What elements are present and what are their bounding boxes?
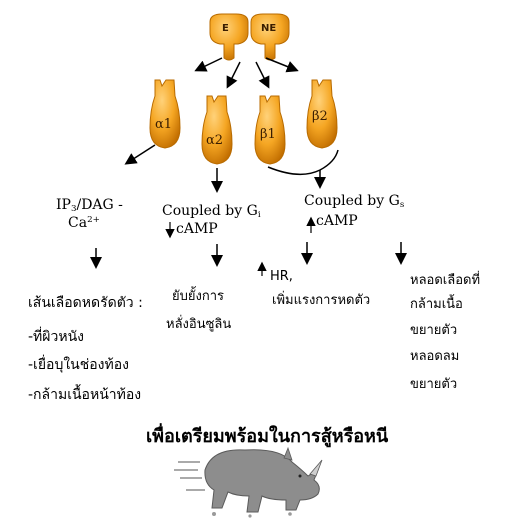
- receptor-alpha1: [149, 79, 181, 149]
- receptor-beta1: [254, 95, 286, 165]
- camp-arrows: [165, 216, 316, 276]
- effect-alpha1-item-2: -เยื่อบุในช่องท้อง: [28, 357, 129, 373]
- receptor-beta2: [306, 79, 338, 149]
- effect-beta2-line-4: หลอดลม: [410, 349, 460, 364]
- pathway-alpha1-line1: IP3/DAG -: [56, 197, 123, 215]
- ligand-e-label: E: [222, 23, 229, 34]
- ligand-ne: [250, 13, 290, 61]
- effect-alpha2-line2: หลั่งอินซูลิน: [166, 317, 232, 332]
- effect-beta1-line1: HR,: [270, 269, 293, 284]
- ligand-arrows: [194, 57, 299, 89]
- effect-alpha1-item-1: -ที่ผิวหนัง: [28, 329, 84, 345]
- pathway-alpha2-line2: cAMP: [176, 221, 218, 237]
- receptor-arrows: [124, 144, 339, 193]
- ligand-ne-label: NE: [261, 23, 277, 34]
- pathway-beta-line1: Coupled by Gs: [304, 193, 405, 211]
- effect-beta2-line-5: ขยายตัว: [410, 377, 458, 392]
- effect-arrows: [90, 242, 407, 269]
- pathway-alpha1-line2: Ca2+: [68, 215, 100, 231]
- ligand-e: [209, 13, 249, 61]
- receptor-alpha1-label: α1: [155, 117, 173, 132]
- pathway-beta-line2: cAMP: [316, 213, 358, 229]
- receptor-beta1-label: β1: [260, 127, 276, 142]
- effect-beta2-line-1: หลอดเลือดที่: [410, 273, 481, 288]
- effect-beta2-line-3: ขยายตัว: [410, 323, 458, 338]
- pathway-alpha2-line1: Coupled by Gi: [162, 203, 261, 221]
- receptor-beta2-label: β2: [312, 109, 328, 124]
- effect-beta1-line2: เพิ่มแรงการหดตัว: [272, 293, 371, 308]
- conclusion-text: เพื่อเตรียมพร้อมในการสู้หรือหนี: [146, 426, 389, 447]
- charging-rhino-icon: [174, 446, 323, 518]
- effect-alpha1-item-3: -กล้ามเนื้อหน้าท้อง: [28, 387, 142, 403]
- effect-alpha2-line1: ยับยั้งการ: [172, 289, 224, 304]
- receptor-alpha2: [201, 95, 233, 165]
- effect-beta2-line-2: กล้ามเนื้อ: [410, 297, 463, 312]
- effect-alpha1-title: เส้นเลือดหดรัดตัว :: [28, 295, 143, 311]
- receptor-alpha2-label: α2: [206, 133, 224, 148]
